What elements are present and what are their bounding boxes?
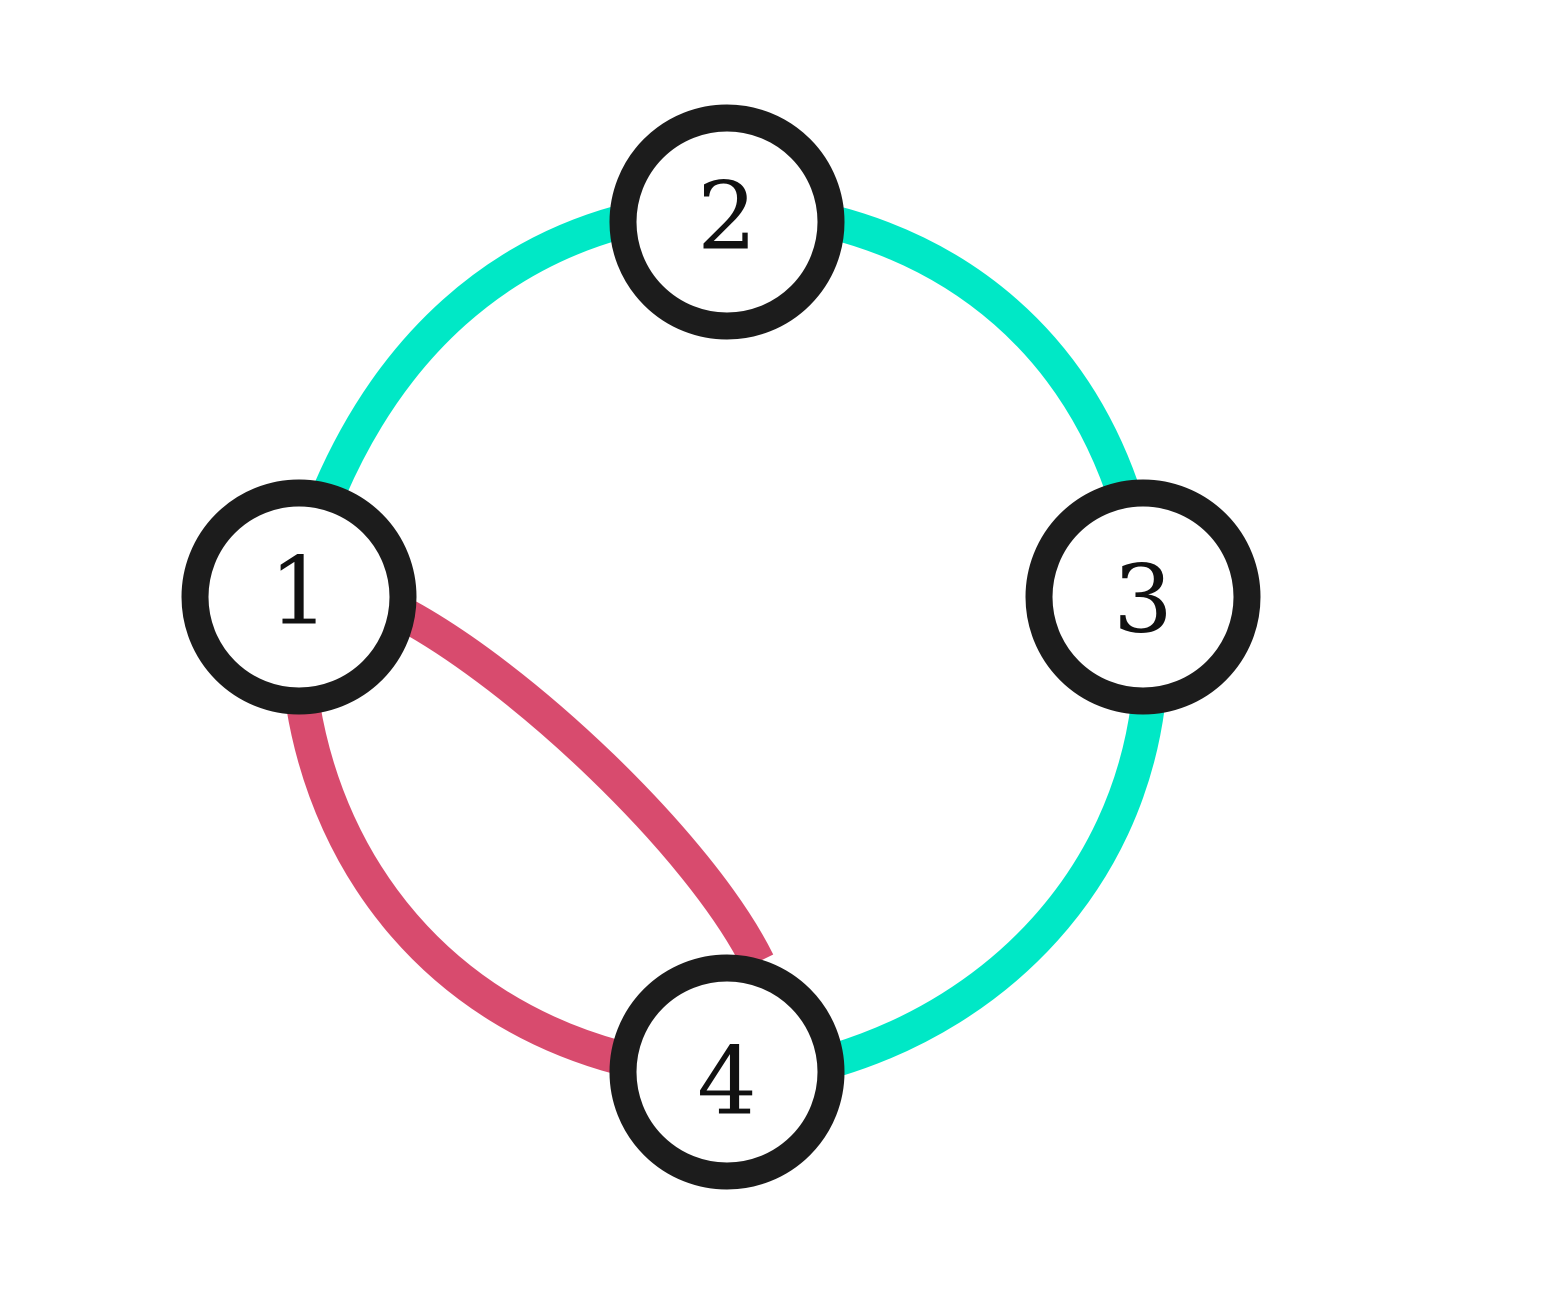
node-4[interactable]: 4 — [609, 954, 845, 1190]
edge-1-2 — [314, 205, 625, 497]
nodes-layer: 1 2 3 4 — [181, 104, 1261, 1190]
node-1-label: 1 — [269, 538, 329, 647]
node-2[interactable]: 2 — [609, 104, 845, 340]
edges-layer — [286, 205, 1165, 1077]
node-2-circle — [609, 104, 845, 340]
node-3-circle — [1025, 479, 1261, 715]
node-4-circle — [609, 954, 845, 1190]
edge-3-4 — [831, 702, 1165, 1077]
node-3[interactable]: 3 — [1025, 479, 1261, 715]
edge-2-3 — [827, 205, 1139, 494]
edge-1-4-inner — [392, 596, 774, 970]
node-1-circle — [181, 479, 417, 715]
edge-1-4-outer — [286, 702, 625, 1075]
node-4-label: 4 — [697, 1028, 757, 1137]
node-1[interactable]: 1 — [181, 479, 417, 715]
node-2-label: 2 — [697, 163, 757, 272]
node-3-label: 3 — [1113, 546, 1173, 655]
